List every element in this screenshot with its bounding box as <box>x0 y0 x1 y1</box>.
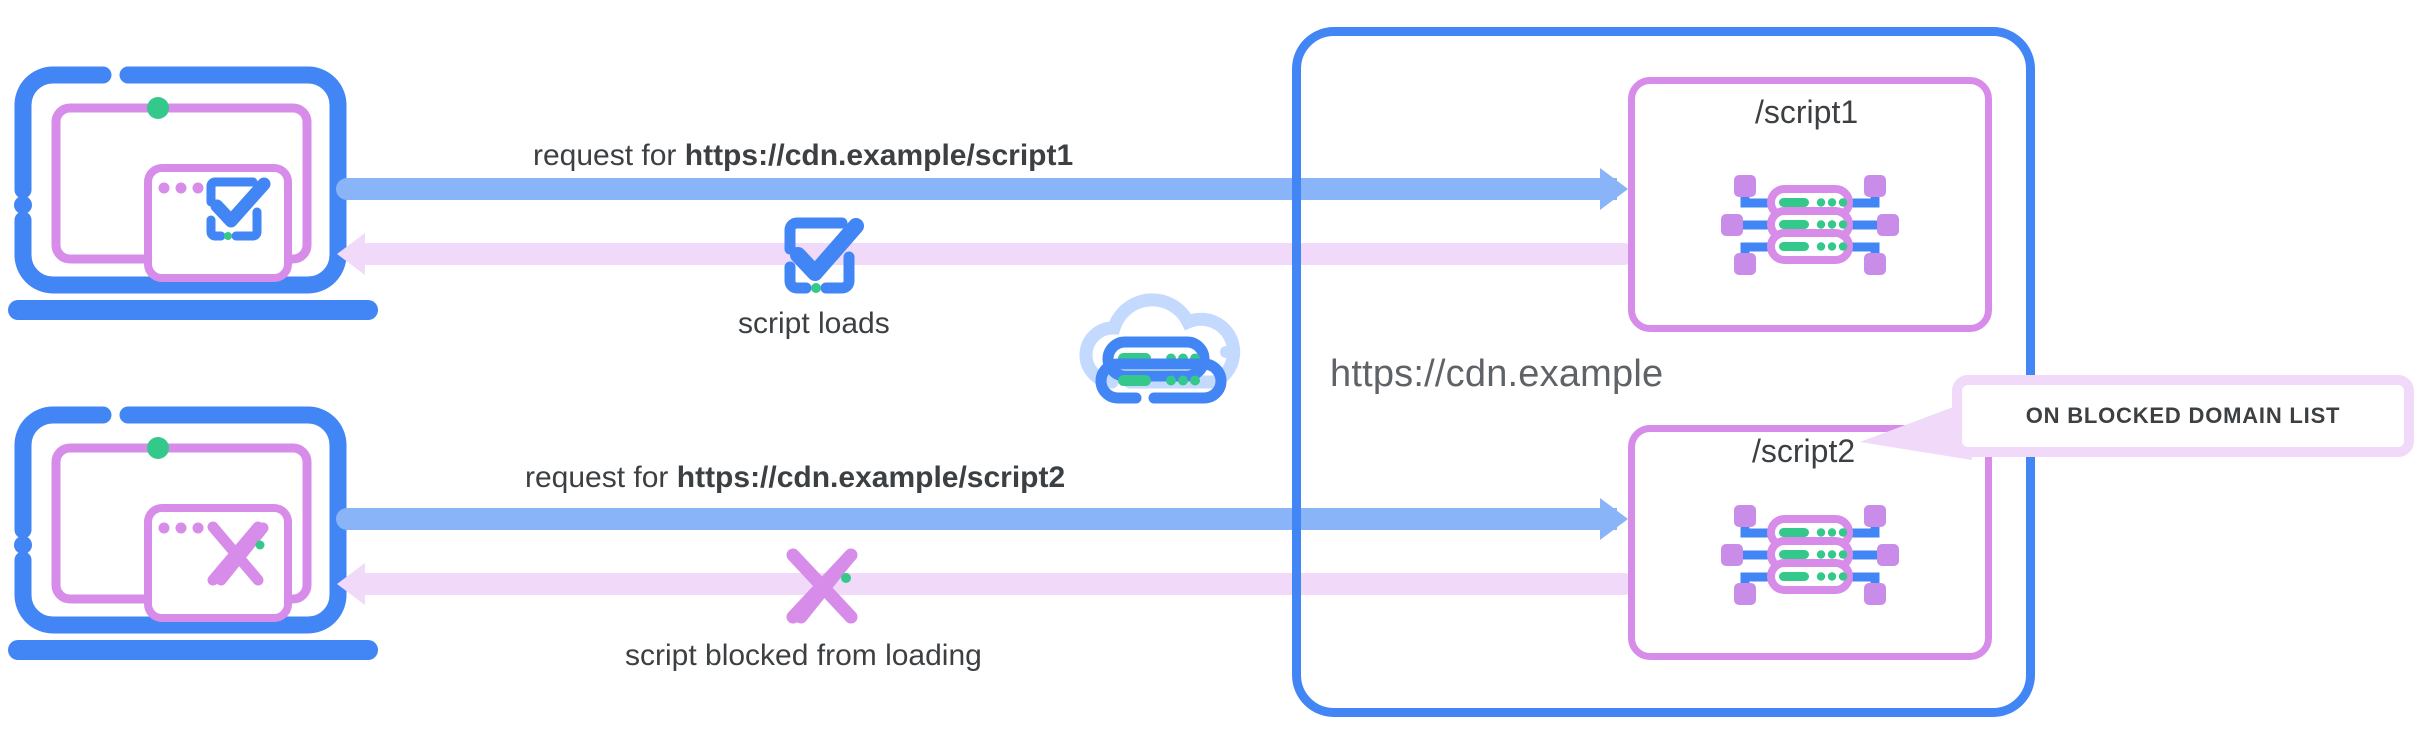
result-icon-script-loads <box>770 205 880 305</box>
request-label-script2: request for https://cdn.example/script2 <box>525 461 1066 494</box>
client-laptop-allowed <box>8 60 378 330</box>
result-label-script-loads: script loads <box>738 307 890 340</box>
request-label-script1: request for https://cdn.example/script1 <box>533 139 1074 172</box>
result-icon-script-blocked <box>775 535 875 635</box>
server-rack-icon <box>1721 175 1899 275</box>
blocked-domain-callout-label: ON BLOCKED DOMAIN LIST <box>2025 403 2341 428</box>
cdn-domain-container <box>1292 27 2035 717</box>
client-laptop-blocked <box>8 400 378 670</box>
x-cross-icon <box>207 521 269 586</box>
cdn-domain-label: https://cdn.example <box>1330 353 1664 395</box>
resource-box-script2[interactable] <box>1628 425 1992 660</box>
checkbox-checked-icon <box>784 217 864 294</box>
laptop-blocked-icon <box>8 406 378 660</box>
resource-label-script2: /script2 <box>1752 433 1856 469</box>
server-rack-icon <box>1721 505 1899 605</box>
result-label-script-blocked: script blocked from loading <box>625 639 982 672</box>
resource-icon-script1 <box>1715 165 1905 285</box>
cloud-server-icon <box>1079 293 1241 404</box>
blocked-domain-callout: ON BLOCKED DOMAIN LIST <box>1952 375 2414 457</box>
callout-tail-icon <box>1860 400 1972 460</box>
cdn-cloud <box>1070 290 1255 430</box>
resource-icon-script2 <box>1715 495 1905 615</box>
checkbox-checked-icon <box>206 177 271 241</box>
laptop-allowed-icon <box>8 66 378 320</box>
x-cross-icon <box>786 548 858 624</box>
resource-label-script1: /script1 <box>1755 94 1859 130</box>
